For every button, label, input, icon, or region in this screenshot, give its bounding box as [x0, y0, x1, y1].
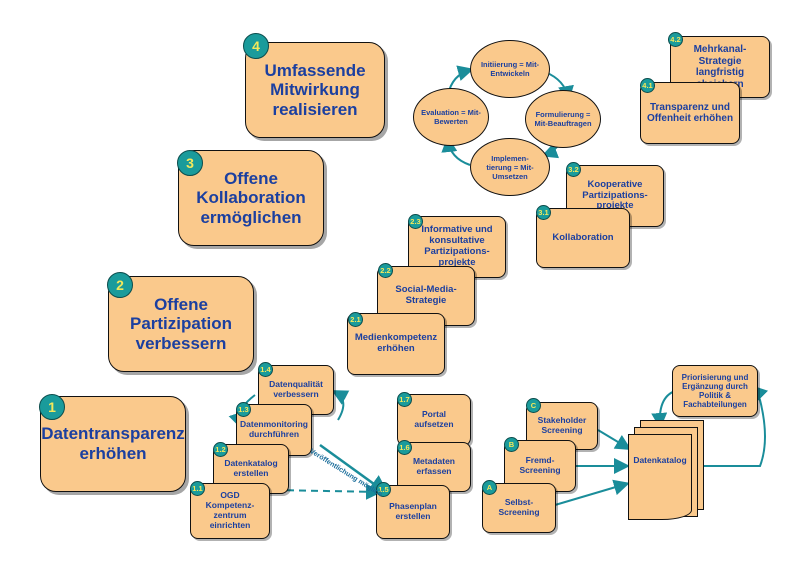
arrow-1-3-to-1-5 — [319, 443, 390, 495]
level-4-title: Umfassende Mitwirkung realisieren — [264, 60, 366, 119]
step-3-2-badge: 3.2 — [566, 162, 581, 177]
cycle-evaluation: Evaluation = Mit-Bewerten — [413, 88, 489, 146]
arrow-a-to-catalog — [554, 479, 630, 506]
cycle-initiierung-label: Initiierung = Mit-Entwickeln — [480, 60, 540, 78]
priority-box: Priorisierung und Ergänzung durch Politi… — [672, 365, 758, 417]
step-4-1-badge: 4.1 — [640, 78, 655, 93]
level-2-title: Offene Partizipation verbessern — [129, 294, 232, 353]
step-4-1-box: Transparenz und Offenheit erhöhen — [640, 82, 740, 144]
step-1-5-badge: 1.5 — [376, 482, 391, 497]
step-2-1-badge: 2.1 — [348, 312, 363, 327]
step-1-1-label: OGD Kompetenz-zentrum einrichten — [205, 490, 255, 530]
step-1-3-label: Datenmonitoring durchführen — [240, 419, 308, 439]
step-2-2-badge: 2.2 — [378, 263, 393, 278]
arrow-c-to-catalog — [597, 429, 632, 451]
cycle-initiierung: Initiierung = Mit-Entwickeln — [470, 40, 550, 98]
cycle-implementierung-label: Implemen-tierung = Mit-Umsetzen — [486, 153, 534, 181]
cycle-formulierung: Formulierung = Mit-Beauftragen — [525, 90, 601, 148]
step-1-1-badge: 1.1 — [190, 481, 205, 496]
step-1-3-badge: 1.3 — [236, 402, 251, 417]
step-1-2-badge: 1.2 — [213, 442, 228, 457]
step-2-3-badge: 2.3 — [408, 214, 423, 229]
catalog-label: Datenkatalog — [633, 455, 687, 465]
step-1-4-badge: 1.4 — [258, 362, 273, 377]
step-1-6-badge: 1.6 — [397, 440, 412, 455]
step-3-1-label: Kollaboration — [552, 231, 614, 243]
step-b-label: Fremd-Screening — [519, 455, 561, 475]
level-2-box: Offene Partizipation verbessern — [108, 276, 254, 372]
level-1-box: Datentransparenz erhöhen — [40, 396, 186, 492]
step-1-2-label: Datenkatalog erstellen — [224, 458, 278, 478]
step-3-1-box: Kollaboration — [536, 208, 630, 268]
step-3-2-label: Kooperative Partizipations-projekte — [582, 178, 648, 212]
catalog-doc-front: Datenkatalog — [628, 434, 692, 520]
step-b-badge: B — [504, 437, 519, 452]
step-1-7-badge: 1.7 — [397, 392, 412, 407]
step-2-3-label: Informative und konsultative Partizipati… — [421, 224, 493, 268]
arrow-1-1-to-1-5 — [274, 483, 382, 500]
step-1-6-label: Metadaten erfassen — [412, 456, 456, 476]
arrow-1-3-to-1-4 — [331, 390, 350, 421]
cycle-formulierung-label: Formulierung = Mit-Beauftragen — [534, 110, 592, 128]
cycle-evaluation-label: Evaluation = Mit-Bewerten — [421, 108, 481, 126]
level-3-badge: 3 — [177, 150, 203, 176]
step-4-2-badge: 4.2 — [668, 32, 683, 47]
cycle-implementierung: Implemen-tierung = Mit-Umsetzen — [470, 138, 550, 196]
level-1-badge: 1 — [39, 394, 65, 420]
step-2-1-label: Medienkompetenz erhöhen — [354, 332, 438, 354]
step-c-badge: C — [526, 398, 541, 413]
step-2-2-label: Social-Media-Strategie — [395, 284, 457, 306]
level-3-title: Offene Kollaboration ermöglichen — [196, 168, 306, 227]
step-c-label: Stakeholder Screening — [537, 415, 587, 435]
priority-label: Priorisierung und Ergänzung durch Politi… — [681, 372, 749, 410]
step-2-1-box: Medienkompetenz erhöhen — [347, 313, 445, 375]
step-a-badge: A — [482, 480, 497, 495]
step-3-1-badge: 3.1 — [536, 205, 551, 220]
step-1-7-label: Portal aufsetzen — [414, 409, 454, 429]
level-4-box: Umfassende Mitwirkung realisieren — [245, 42, 385, 138]
step-1-5-label: Phasenplan erstellen — [389, 501, 437, 521]
step-a-label: Selbst-Screening — [498, 497, 540, 517]
level-1-title: Datentransparenz erhöhen — [41, 424, 185, 463]
step-4-1-label: Transparenz und Offenheit erhöhen — [646, 101, 734, 125]
level-2-badge: 2 — [107, 272, 133, 298]
level-4-badge: 4 — [243, 33, 269, 59]
step-1-4-label: Datenqualität verbessern — [269, 379, 323, 399]
